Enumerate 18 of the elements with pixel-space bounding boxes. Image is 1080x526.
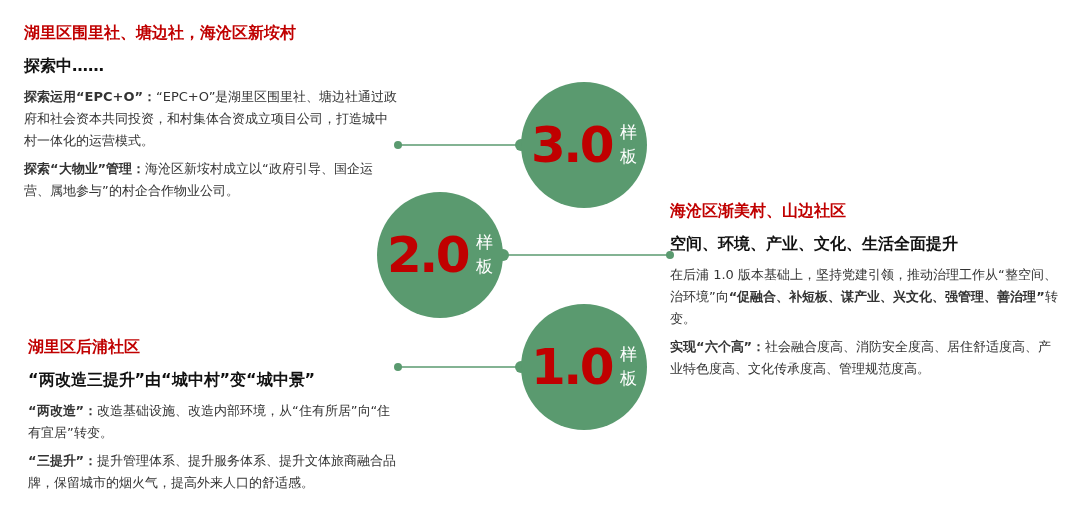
subheading: “两改造三提升”由“城中村”变“城中景”: [28, 369, 317, 391]
sample-label: 样板: [476, 231, 494, 278]
description-text: “三提升”：提升管理体系、提升服务体系、提升文体旅商融合品牌，保留城市的烟火气，提高外来人口的舒适感。: [28, 452, 398, 492]
section-heading: 湖里区后浦社区: [28, 336, 141, 358]
version-number: 2.0: [386, 230, 469, 280]
sample-label: 样板: [620, 121, 638, 168]
description-text: 实现“六个高”：社会融合度高、消防安全度高、居住舒适度高、产业特色度高、文化传承度高、管理规范度高。: [670, 338, 1053, 378]
sample-label: 样板: [620, 343, 638, 390]
version-number: 1.0: [530, 342, 613, 392]
description-text: 探索运用“EPC+O”：“EPC+O”是湖里区围里社、塘边社通过政府和社会资本共同投资，和村集体合资成立项目公司，打造城中村一体化的运营模式。: [24, 88, 398, 150]
description-text: “两改造”：改造基础设施、改造内部环境，从“住有所居”向“住有宜居”转变。: [28, 402, 392, 442]
section-heading: 海沧区渐美村、山边社区: [670, 200, 847, 222]
version-number: 3.0: [530, 120, 613, 170]
description-text: 探索“大物业”管理：海沧区新垵村成立以“政府引导、国企运营、属地参与”的村企合作物业公司。: [24, 160, 374, 200]
section-heading: 湖里区围里社、塘边社，海沧区新垵村: [24, 22, 297, 44]
description-text: 在后浦 1.0 版本基础上，坚持党建引领，推动治理工作从“整空间、治环境”向“促融合、补短板、谋产业、兴文化、强管理、善治理”转变。: [670, 266, 1059, 328]
subheading: 空间、环境、产业、文化、生活全面提升: [670, 233, 959, 255]
subheading: 探索中……: [24, 55, 105, 77]
